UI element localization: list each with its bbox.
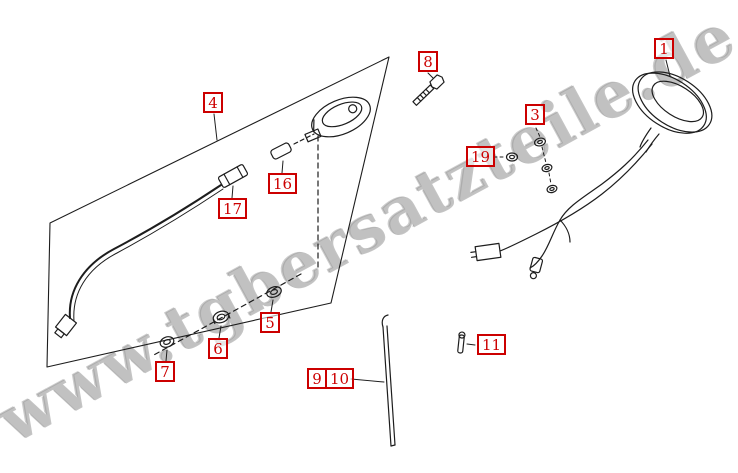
part-label-5[interactable]: 5 xyxy=(260,312,280,333)
nut-6-drawing xyxy=(212,310,231,325)
part-label-6[interactable]: 6 xyxy=(208,338,228,359)
panel-outline xyxy=(46,56,390,368)
nut-7-drawing xyxy=(159,336,175,348)
tail-lamp-drawing xyxy=(632,71,713,153)
alignment-dash-line xyxy=(151,273,302,357)
part-label-19[interactable]: 19 xyxy=(466,146,496,167)
wiring-harness-drawing xyxy=(470,139,653,280)
cable-sleeve-drawing xyxy=(270,142,292,160)
washer-3b-drawing xyxy=(541,163,553,173)
part-label-3[interactable]: 3 xyxy=(525,104,545,125)
bolt-8-drawing xyxy=(412,74,445,106)
throttle-cable-drawing xyxy=(54,133,315,339)
throttle-housing-drawing xyxy=(304,96,371,269)
part-label-11[interactable]: 11 xyxy=(477,334,507,355)
cable-adjuster-drawing xyxy=(217,164,249,188)
part-label-9[interactable]: 9 xyxy=(307,368,327,389)
pin-11-drawing xyxy=(457,331,466,354)
leader-lines xyxy=(165,59,671,383)
rod-drawing xyxy=(381,314,396,447)
part-label-7[interactable]: 7 xyxy=(155,361,175,382)
dashed-leader-lines xyxy=(493,127,552,185)
part-label-8[interactable]: 8 xyxy=(418,51,438,72)
part-label-1[interactable]: 1 xyxy=(654,38,674,59)
part-label-4[interactable]: 4 xyxy=(203,92,223,113)
part-label-17[interactable]: 17 xyxy=(218,198,248,219)
washer-3a-drawing xyxy=(533,137,547,147)
washer-19-drawing xyxy=(505,152,519,162)
part-label-16[interactable]: 16 xyxy=(268,173,298,194)
nut-3c-drawing xyxy=(546,184,558,194)
washer-5-drawing xyxy=(266,286,282,298)
part-label-10[interactable]: 10 xyxy=(325,368,355,389)
